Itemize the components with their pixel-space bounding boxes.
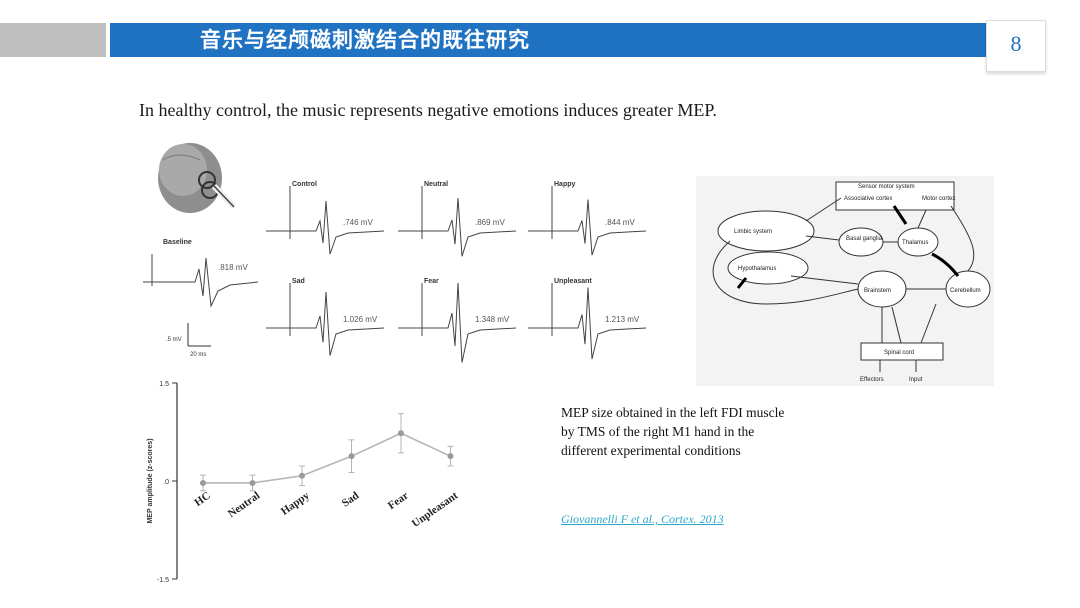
head-tms-icon xyxy=(158,143,237,213)
header-gray-bar xyxy=(0,23,106,57)
condition-label: Control xyxy=(292,181,317,188)
baseline-label: Baseline xyxy=(163,239,192,246)
x-tick-label: HC xyxy=(192,490,212,509)
condition-trace xyxy=(266,200,385,255)
label-hypothalamus: Hypothalamus xyxy=(738,266,776,272)
hypothalamus-node xyxy=(727,251,809,285)
label-limbic: Limbic system xyxy=(734,229,772,235)
header-blue-bar xyxy=(110,23,988,57)
x-tick-label: Happy xyxy=(279,489,312,517)
scale-time: 20 ms xyxy=(190,352,206,358)
label-associative-cortex: Associative cortex xyxy=(844,196,892,202)
condition-trace xyxy=(398,197,517,257)
condition-value: .869 mV xyxy=(475,218,505,227)
condition-trace xyxy=(398,282,517,363)
y-tick-bottom: -1.5 xyxy=(157,577,169,584)
page-number: 8 xyxy=(1010,31,1022,56)
condition-value: 1.026 mV xyxy=(343,315,378,324)
data-point xyxy=(249,479,256,486)
label-spinal-cord: Spinal cord xyxy=(884,350,914,356)
x-tick-label: Fear xyxy=(386,490,411,513)
y-axis-label: MEP amplitude (z-scores) xyxy=(147,438,154,523)
slide-title: 音乐与经颅磁刺激结合的既往研究 xyxy=(200,28,530,52)
label-brainstem: Brainstem xyxy=(864,288,891,294)
condition-label: Neutral xyxy=(424,181,448,188)
condition-trace xyxy=(266,291,385,356)
condition-traces: Control .746 mV Neutral .869 mV Happy .844 mV… xyxy=(266,181,647,363)
series-line xyxy=(203,432,451,484)
scale-voltage: .5 mV xyxy=(166,337,182,343)
y-tick-top: 1.5 xyxy=(159,381,169,388)
condition-trace xyxy=(528,199,647,256)
x-tick-label: Neutral xyxy=(226,490,262,521)
x-tick-label: Sad xyxy=(340,490,361,510)
spinal-cord-box xyxy=(860,342,944,361)
condition-value: .746 mV xyxy=(343,218,373,227)
label-effectors: Effectors xyxy=(860,377,884,383)
x-tick-label: Unpleasant xyxy=(410,489,461,530)
citation-link[interactable]: Giovannelli F et al., Cortex. 2013 xyxy=(561,512,724,526)
label-thalamus: Thalamus xyxy=(902,240,928,246)
diagram-connections xyxy=(712,197,975,372)
baseline-value: .818 mV xyxy=(218,263,248,272)
data-point xyxy=(200,479,206,486)
condition-value: 1.213 mV xyxy=(605,315,640,324)
scale-bar: .5 mV 20 ms xyxy=(166,323,211,358)
slide-subtitle: In healthy control, the music represents… xyxy=(139,100,717,120)
condition-trace xyxy=(528,287,647,360)
label-motor-cortex: Motor cortex xyxy=(922,196,955,202)
page-number-tab: 8 xyxy=(986,20,1046,72)
condition-label: Sad xyxy=(292,278,305,285)
figure-caption: MEP size obtained in the left FDI muscle… xyxy=(561,405,785,458)
basal-ganglia-node xyxy=(838,227,884,257)
condition-value: 1.348 mV xyxy=(475,315,510,324)
label-cerebellum: Cerebellum xyxy=(950,288,981,294)
sensor-motor-box xyxy=(835,181,955,211)
data-point xyxy=(299,472,305,479)
limbic-node xyxy=(717,210,815,252)
condition-label: Unpleasant xyxy=(554,278,592,285)
data-point xyxy=(348,453,355,460)
label-input: Input xyxy=(909,377,923,383)
label-basal-ganglia: Basal ganglia xyxy=(846,236,883,242)
neural-circuit-diagram: Sensor motor system Associative cortex M… xyxy=(696,176,994,386)
diagram-bold-arrows xyxy=(736,205,960,289)
y-tick-zero: .0 xyxy=(163,479,169,486)
data-point xyxy=(398,430,404,437)
baseline-trace xyxy=(143,257,259,308)
condition-label: Happy xyxy=(554,181,576,188)
label-sensor-motor: Sensor motor system xyxy=(858,184,915,190)
data-point xyxy=(447,453,454,460)
condition-value: .844 mV xyxy=(605,218,635,227)
condition-label: Fear xyxy=(424,278,439,285)
